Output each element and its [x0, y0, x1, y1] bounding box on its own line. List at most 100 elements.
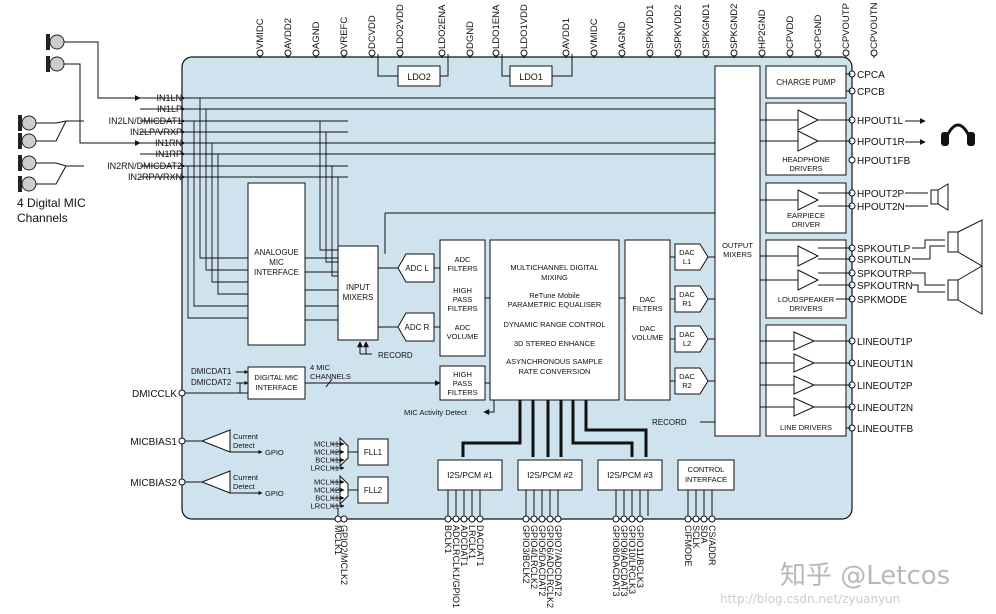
pin-label-lineoutfb: LINEOUTFB — [857, 424, 913, 435]
dsp-label: ReTune Mobile — [529, 291, 580, 300]
i2s-pcm-block-i2s3: I2S/PCM #3 — [597, 459, 663, 516]
ldo1-block: LDO1 — [501, 54, 573, 87]
fll-blocks: FLL1 FLL2 — [339, 436, 389, 506]
pin-label-spkoutrp: SPKOUTRP — [857, 269, 912, 280]
adc-l-label: ADC L — [405, 264, 429, 273]
mic-caption-line1: 4 Digital MIC — [17, 196, 86, 210]
pin-label-gpio6-adclrclk2: GPIO6/ADCLRCLK2 — [545, 525, 555, 608]
dac-label: R1 — [682, 299, 692, 308]
pin-label-cifmode: CIFMODE — [683, 525, 693, 567]
interface-label: INTERFACE — [255, 383, 297, 392]
pin-bclk1 — [444, 515, 452, 523]
dac-label: DAC — [679, 290, 695, 299]
fll-inputs: MCLK1MCLK2BCLK1LRCLK1MCLK1MCLK2BCLK1LRCL… — [311, 440, 345, 511]
micbias1-pin: MICBIAS1 — [130, 437, 177, 448]
output-mixers-block: OUTPUT MIXERS RECORD — [652, 65, 761, 437]
adc-filter-label: ADC — [455, 255, 471, 264]
output-transducer-icons — [905, 118, 983, 315]
pin-label-agnd: AGND — [617, 21, 628, 49]
microphone-icon — [18, 155, 37, 171]
pin-label-spkgnd1: SPKGND1 — [701, 4, 712, 49]
pin-agnd — [312, 49, 320, 57]
input-label: INPUT — [346, 283, 370, 292]
current-detect-label: Detect — [233, 482, 256, 491]
ldo1-label: LDO1 — [519, 72, 543, 82]
dmic-channels-label: CHANNELS — [310, 372, 351, 381]
charge-pump-label: CHARGE PUMP — [776, 78, 836, 87]
pin-label-gpio7-adcdat2: GPIO7/ADCDAT2 — [553, 525, 563, 596]
dsp-label: RATE CONVERSION — [519, 367, 591, 376]
pin-cifmode — [684, 515, 692, 523]
pin-dcvdd — [368, 49, 376, 57]
dmicdat2-label: DMICDAT2 — [191, 378, 232, 387]
pin-mclk1 — [334, 515, 342, 523]
pin-label-spkmode: SPKMODE — [857, 295, 907, 306]
pin-spkgnd1 — [702, 49, 710, 57]
pin-gpio4-lrclk2 — [530, 515, 538, 523]
pin-label-sclk: SCLK — [691, 525, 701, 549]
pin-label-hpout1l: HPOUT1L — [857, 116, 904, 127]
hpf-label: FILTERS — [447, 388, 477, 397]
pin-label-gpio11-bclk3: GPIO11/BCLK3 — [635, 525, 645, 588]
pin-ldo2ena — [438, 49, 446, 57]
dsp-label: 3D STEREO ENHANCE — [514, 339, 595, 348]
pin-label-dgnd: DGND — [465, 21, 476, 49]
output-label: OUTPUT — [722, 241, 753, 250]
pin-label-bclk1: BCLK1 — [443, 525, 453, 554]
pin-ldo1ena — [492, 49, 500, 57]
input-bus — [185, 97, 760, 321]
record-label-right: RECORD — [652, 418, 687, 427]
mixers-label: MIXERS — [723, 250, 752, 259]
earpiece-label: EARPIECE — [787, 211, 825, 220]
i2s-label: I2S/PCM #2 — [527, 470, 573, 480]
left-misc-pins: DMICCLK MICBIAS1 MICBIAS2 — [130, 389, 186, 489]
dsp-label: DYNAMIC RANGE CONTROL — [503, 320, 605, 329]
dac-label: R2 — [682, 381, 692, 390]
pin-ldo2vdd — [396, 49, 404, 57]
i2s-pcm-block-i2s1: I2S/PCM #1 — [437, 459, 503, 516]
adc-filters-block: ADC FILTERS HIGH PASS FILTERS ADC VOLUME — [439, 239, 490, 357]
pin-label-hpout1fb: HPOUT1FB — [857, 156, 911, 167]
pin-vmidc — [256, 49, 264, 57]
fll1-input-mclk2: MCLK2 — [314, 448, 339, 457]
pin-gpio7-adcdat2 — [554, 515, 562, 523]
headphones-icon — [941, 123, 975, 146]
headphone-drivers-block: HEADPHONE DRIVERS — [760, 102, 851, 176]
interface-label: INTERFACE — [254, 268, 299, 277]
analogue-mic-interface-block: ANALOGUE MIC INTERFACE — [247, 182, 306, 346]
hpf-label: PASS — [453, 379, 472, 388]
pin-label-adclrclk1-gpio1: ADCLRCLK1/GPIO1 — [451, 525, 461, 608]
i2s-blocks: I2S/PCM #1 I2S/PCM #2 I2S/PCM #3 — [337, 459, 713, 516]
gpio-label: GPIO — [265, 448, 284, 457]
audio-interface-buses — [461, 400, 648, 457]
pin-hpout1fb — [848, 156, 856, 164]
dsp-label: ASYNCHRONOUS SAMPLE — [506, 357, 603, 366]
pin-label-in2lp-vrxp: IN2LP/VRXP — [130, 127, 182, 137]
analog-mic-icons: 4 Digital MIC Channels — [17, 34, 141, 225]
fll2-input-bclk1: BCLK1 — [315, 494, 339, 503]
pin-label-ldo1ena: LDO1ENA — [491, 4, 502, 49]
pin-label-adcdat1: ADCDAT1 — [459, 525, 469, 566]
pin-adcdat1 — [460, 515, 468, 523]
pin-label-ldo2ena: LDO2ENA — [437, 4, 448, 49]
microphone-icon — [46, 56, 65, 72]
fll2-input-mclk1: MCLK1 — [314, 478, 339, 487]
gpio-label: GPIO — [265, 489, 284, 498]
pin-label-in1lp: IN1LP — [157, 104, 182, 114]
pin-label-in1rn: IN1RN — [155, 138, 182, 148]
pin-label-in1rp: IN1RP — [155, 149, 182, 159]
left-input-pins: IN1LNIN1LPIN2LN/DMICDAT1IN2LP/VRXPIN1RNI… — [107, 93, 186, 182]
i2s-pcm-block-i2s2: I2S/PCM #2 — [517, 459, 583, 516]
dac-label: DAC — [679, 372, 695, 381]
pin-label-gpio8-dacdat3: GPIO8/DACDAT3 — [611, 525, 621, 596]
ldo2-label: LDO2 — [407, 72, 431, 82]
pin-agnd — [618, 49, 626, 57]
loudspeaker-right-icon — [947, 265, 983, 315]
interface-label: INTERFACE — [685, 475, 727, 484]
current-detect-label: Current — [233, 473, 259, 482]
dac-filter-label: FILTERS — [632, 304, 662, 313]
